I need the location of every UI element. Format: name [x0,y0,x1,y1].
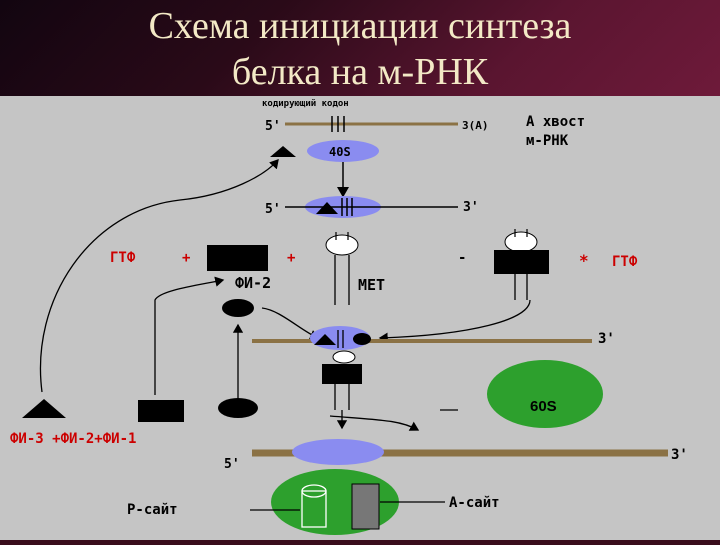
recycle-arrow-left [39,159,279,393]
factor-triangle-small [270,146,296,157]
p-site-trna [301,484,327,528]
gtf-label-right: ГТФ [612,254,638,270]
arrow-60s-join [329,415,420,431]
diagram-panel: кодирующий кодон 5' 3(A) А хвост м-РНК 4… [0,96,720,540]
ribosome-60s-label: 60S [530,398,557,415]
three-a-label: 3(A) [462,119,489,132]
codon-ticks-mid [341,198,353,216]
a-tail-label-line2: м-РНК [526,133,569,149]
released-factor-block [322,364,362,384]
three-prime-label-mid: 3' [463,200,479,215]
plus-sign-1: + [182,250,190,266]
p-site-label: Р-сайт [127,502,178,518]
released-fi1-oval [218,398,258,418]
factors-label: ФИ-3 +ФИ-2+ФИ-1 [10,431,136,447]
ribosome-40s-label: 40S [329,145,351,159]
gtf-label-left: ГТФ [110,250,136,266]
complex-oval [353,333,371,345]
released-fi3-triangle [22,399,66,418]
a-site-label: А-сайт [449,495,500,511]
minus-sign: - [458,250,466,266]
trna-met-head [325,234,359,256]
arrow-to-complex [261,307,320,340]
plus-sign-2: + [287,250,295,266]
ribosome-40s [307,140,379,162]
met-label: МЕТ [358,276,385,294]
initiation-diagram: кодирующий кодон 5' 3(A) А хвост м-РНК 4… [10,99,688,535]
coding-codon-label: кодирующий кодон [262,99,349,109]
a-tail-label-line1: А хвост [526,114,585,130]
ribosome-60s [487,360,603,428]
three-prime-label-bottom: 3' [671,447,688,463]
slide-title-line-1: Схема инициации синтеза [148,5,572,47]
arrow-complex-right [378,299,531,343]
ribosome-80s-small [292,439,384,465]
title-bar: Схема инициации синтеза белка на м-РНК [0,0,720,96]
factor-block-fi2 [207,245,268,271]
arrow-fi2-up [154,276,225,395]
factor-triangle-bound [316,202,338,214]
star-sign: * [579,251,589,270]
five-prime-label-bottom: 5' [224,457,240,472]
factor-oval-upper [222,299,254,317]
factor-block-right [494,250,549,274]
released-fi2-block [138,400,184,422]
released-trna-head [332,350,356,364]
codon-ticks-complex [337,330,344,348]
slide-title-line-2: белка на м-РНК [231,51,489,93]
complex-triangle [314,334,336,345]
trna-right-head [504,231,538,253]
fi2-label: ФИ-2 [235,274,271,292]
codon-ticks-top [331,116,345,132]
a-site-slot [351,483,380,530]
five-prime-label-top: 5' [265,119,281,134]
ribosome-80s-large [271,469,399,535]
five-prime-label-mid: 5' [265,202,281,217]
three-prime-label-low: 3' [598,331,615,347]
